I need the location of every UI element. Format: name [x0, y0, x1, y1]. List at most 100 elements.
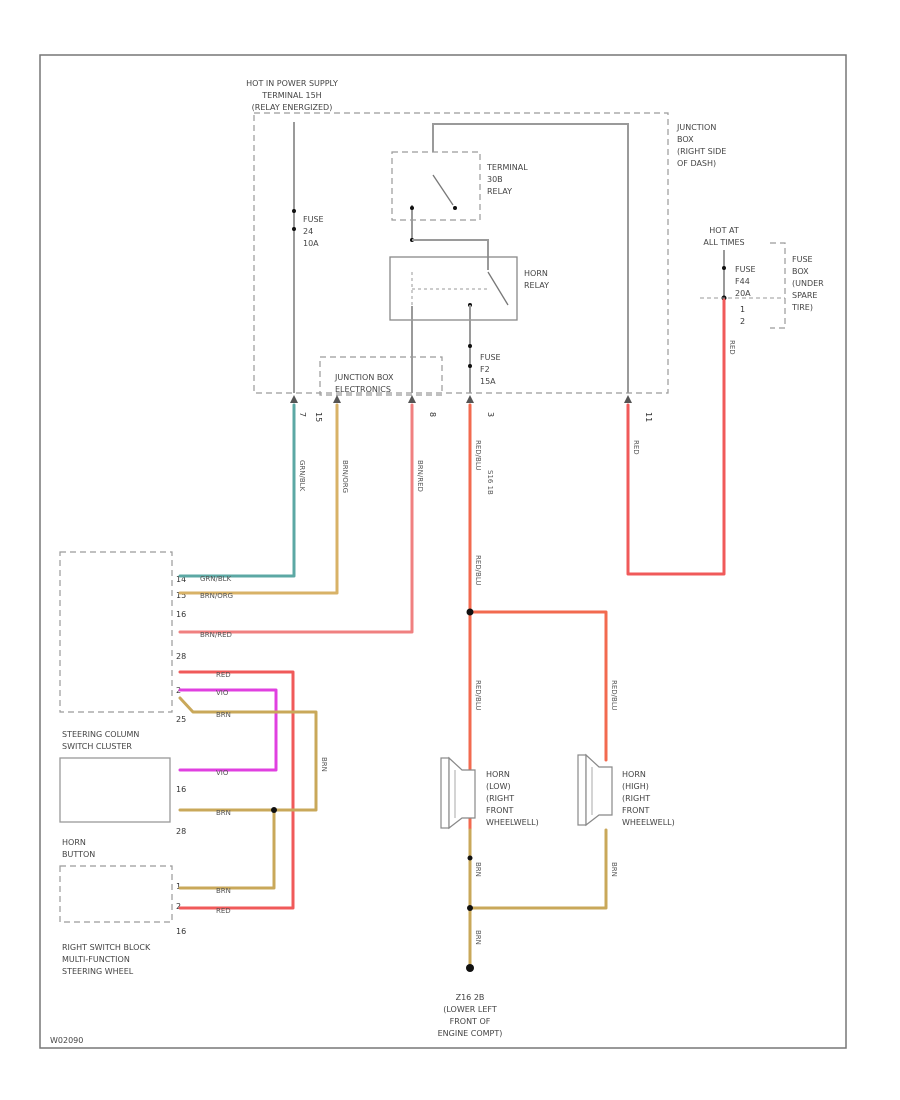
horn-low-label-2: (LOW) [486, 782, 511, 791]
fuse-box-spare-label-4: SPARE [792, 291, 817, 300]
terminal-relay-label-2: 30B [487, 175, 503, 184]
pin-junction-8: 8 [428, 412, 437, 417]
wire-grn-blk [178, 403, 296, 578]
fuse-box-spare-label: FUSE [792, 255, 813, 264]
wire-vio-loop [178, 688, 278, 772]
wire-label-horn-high-feed: RED/BLU [610, 680, 618, 711]
hot-at-all-times-label: HOT AT [709, 226, 739, 235]
junction-box-label: JUNCTION [676, 123, 716, 132]
wire-label-horn-high-gnd: BRN [610, 862, 618, 877]
wire-brn-red [178, 403, 414, 634]
pin-left-28: 28 [176, 652, 186, 661]
horn-relay-box [389, 256, 518, 321]
pin-junction-3: 3 [486, 412, 495, 417]
fuse-box-spare-label-5: TIRE) [791, 303, 813, 312]
pin-lower-16: 16 [176, 927, 186, 936]
pin-left-14: 14 [176, 575, 186, 584]
fuse-24-top [292, 209, 296, 213]
fuse-box-spare-label-3: (UNDER [792, 279, 824, 288]
power-supply-label: HOT IN POWER SUPPLY [246, 79, 338, 88]
right-switch-block-box [59, 865, 173, 923]
fuse-f44-top [722, 266, 726, 270]
terminal-relay-feed [432, 123, 629, 393]
wire-label-horn-low-feed: RED/BLU [474, 680, 482, 711]
horn-low-label-5: WHEELWELL) [486, 818, 539, 827]
power-supply-label-terminal: TERMINAL 15H [261, 91, 321, 100]
wire-label-h-brn: BRN [216, 711, 231, 719]
fuse-box-spare-outline [770, 242, 786, 329]
terminal-relay-box [391, 151, 481, 221]
terminal-relay-label-3: RELAY [487, 187, 512, 196]
fuse-24-label: FUSE [303, 215, 324, 224]
junction-electronics-label-2: ELECTRONICS [335, 385, 391, 394]
wire-label-h-brn-mid: BRN [216, 809, 231, 817]
pin-middle-16: 16 [176, 785, 186, 794]
fuse-f44-pin-2: 2 [740, 317, 745, 326]
fuse-f44-pin-1: 1 [740, 305, 745, 314]
horn-low-label: HORN [486, 770, 510, 779]
splice-858 [467, 855, 473, 861]
horn-button-label: HORN [62, 838, 86, 847]
fuse-24-rating: 10A [303, 239, 319, 248]
horn-high [577, 753, 613, 827]
pin-lower-1: 1 [176, 882, 181, 891]
pin-left-2: 2 [176, 686, 181, 695]
right-switch-block-label-3: STEERING WHEEL [62, 967, 134, 976]
horn-low-label-4: FRONT [486, 806, 513, 815]
wire-brn-org [178, 403, 339, 595]
wire-label-trunk: RED/BLU [474, 440, 482, 471]
terminal-relay-contact [432, 174, 454, 206]
wire-label-splice: S16 1B [486, 470, 494, 495]
steering-column-switch-box [59, 551, 173, 713]
horn-button-label-2: BUTTON [62, 850, 95, 859]
diagram-id: W02090 [50, 1036, 83, 1045]
horn-button-box [59, 757, 171, 823]
fuse-f44-rating: 20A [735, 289, 751, 298]
pin-lower-2: 2 [176, 902, 181, 911]
wire-label-brn-org: BRN/ORG [341, 460, 349, 493]
junction-box-label-3: (RIGHT SIDE [677, 147, 726, 156]
ground-label-3: FRONT OF [450, 1017, 491, 1026]
wire-label-grn-blk: GRN/BLK [298, 460, 306, 492]
wire-label-h-brn-org: BRN/ORG [200, 592, 233, 600]
diagram-frame [39, 54, 847, 1049]
wire-label-h-vio: VIO [216, 689, 229, 697]
horn-high-label-3: (RIGHT [622, 794, 650, 803]
wire-horn-high-ground [468, 828, 608, 910]
junction-electronics-label: JUNCTION BOX [334, 373, 394, 382]
hot-at-all-times-label-2: ALL TIMES [703, 238, 744, 247]
splice-908 [467, 905, 473, 911]
wire-red-right [626, 298, 726, 576]
pin-left-16: 16 [176, 610, 186, 619]
right-switch-block-label: RIGHT SWITCH BLOCK [62, 943, 151, 952]
fuse-f2-rating: 15A [480, 377, 496, 386]
fuse-f2-label: FUSE [480, 353, 501, 362]
right-switch-block-label-2: MULTI-FUNCTION [62, 955, 130, 964]
horn-low-label-3: (RIGHT [486, 794, 514, 803]
fuse-f44-number: F44 [735, 277, 750, 286]
wire-brn-lower [178, 808, 276, 890]
fuse-f2-bottom [468, 364, 472, 368]
horn-low [440, 756, 476, 830]
steering-column-label: STEERING COLUMN [62, 730, 139, 739]
wire-label-h-vio-mid: VIO [216, 769, 229, 777]
ground-point [466, 964, 474, 972]
horn-high-label: HORN [622, 770, 646, 779]
steering-column-label-2: SWITCH CLUSTER [62, 742, 132, 751]
fuse-24-bottom [292, 227, 296, 231]
power-supply-label-relay: (RELAY ENERGIZED) [252, 103, 333, 112]
horn-high-label-5: WHEELWELL) [622, 818, 675, 827]
pin-junction-7: 7 [298, 412, 307, 417]
pin-left-15: 15 [176, 591, 186, 600]
splice-612 [466, 608, 474, 616]
fuse-f44-label: FUSE [735, 265, 756, 274]
relay-interconnect [412, 239, 489, 270]
fuse-f2-top [468, 344, 472, 348]
terminal-relay-node [453, 206, 457, 210]
terminal-relay-coil-node [410, 206, 414, 210]
junction-electronics-box [319, 356, 443, 396]
ground-label-2: (LOWER LEFT [443, 1005, 497, 1014]
fuse-24-number: 24 [303, 227, 313, 236]
wire-red-blu-branch [468, 610, 608, 762]
wire-red-loop [178, 670, 295, 910]
